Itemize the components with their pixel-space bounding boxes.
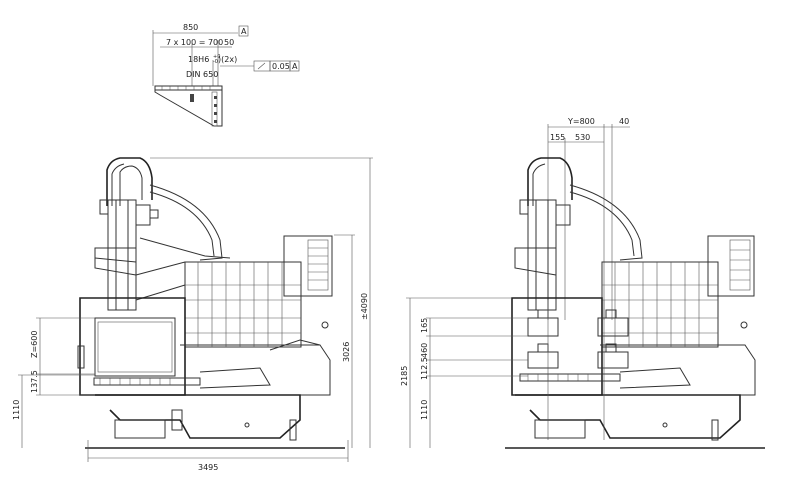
datum-a-top: A bbox=[241, 27, 247, 36]
right-view: Y=800 40 155 530 bbox=[400, 117, 765, 449]
dim-40: 40 bbox=[619, 117, 629, 126]
control-cabinet bbox=[283, 235, 333, 297]
din-label: DIN 650 bbox=[186, 70, 218, 79]
dim-50: 50 bbox=[224, 38, 234, 47]
dim-530: 530 bbox=[575, 133, 590, 142]
left-view: ±4090 3026 1110 Z=600 137.5 3495 bbox=[12, 157, 373, 472]
datum-a: A bbox=[292, 62, 298, 71]
dim-460: 460 bbox=[420, 343, 429, 358]
dim-spacing: 7 x 100 = 700 bbox=[166, 38, 223, 47]
dim-1110-right: 1110 bbox=[420, 400, 429, 420]
flatness-value: 0.05 bbox=[272, 62, 290, 71]
hole-tolerance: 18H6 bbox=[188, 55, 209, 64]
dim-1110-left: 1110 bbox=[12, 400, 21, 420]
dim-112: 112.5 bbox=[420, 357, 429, 380]
dim-165: 165 bbox=[420, 318, 429, 333]
dim-137: 137.5 bbox=[30, 370, 39, 393]
dim-2185: 2185 bbox=[400, 366, 409, 386]
detail-view: 850 A 7 x 100 = 700 50 18H6 +0 -0 )(2x) … bbox=[152, 23, 300, 127]
hole-count: )(2x) bbox=[218, 55, 237, 64]
hole-tol-sub: -0 bbox=[213, 59, 218, 65]
datum-box bbox=[238, 25, 249, 37]
dim-155: 155 bbox=[550, 133, 565, 142]
dim-y: Y=800 bbox=[567, 117, 595, 126]
dim-z: Z=600 bbox=[30, 331, 39, 358]
dim-3026: 3026 bbox=[342, 342, 351, 362]
dim-width-total: 3495 bbox=[198, 463, 218, 472]
dim-height-total: ±4090 bbox=[360, 293, 369, 320]
dim-850: 850 bbox=[183, 23, 198, 32]
hole-tol-sup: +0 bbox=[213, 54, 220, 60]
